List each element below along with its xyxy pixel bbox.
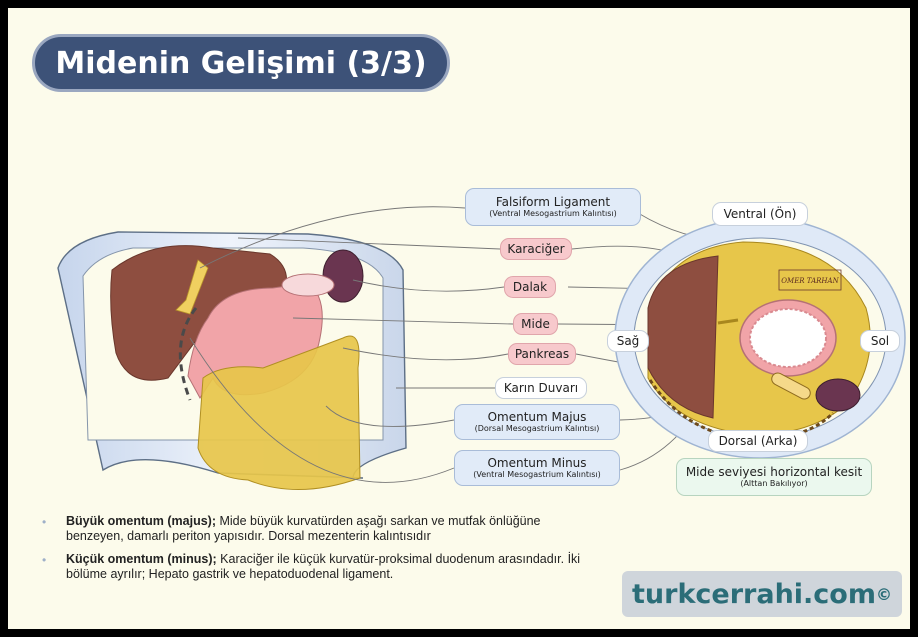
label-sag: Sağ [607,330,649,352]
label-text: Ventral (Ön) [724,207,797,221]
bullet-list: • Büyük omentum (majus); Mide büyük kurv… [36,514,596,590]
bullet-term: Küçük omentum (minus); [66,552,217,566]
brand-logo: turkcerrahi.com© [622,571,902,617]
label-text: Sağ [617,334,640,348]
label-falsiform-ligament: Falsiform Ligament (Ventral Mesogastrium… [465,188,641,226]
bullet-item: • Büyük omentum (majus); Mide büyük kurv… [36,514,596,544]
bullet-dot-icon: • [42,553,46,568]
label-karin-duvari: Karın Duvarı [495,377,587,399]
signature: OMER TARHAN [781,277,839,285]
bullet-item: • Küçük omentum (minus); Karaciğer ile k… [36,552,596,582]
copyright-mark: © [876,585,892,604]
slide: Midenin Gelişimi (3/3) [8,8,910,629]
label-main: Omentum Minus [487,456,586,470]
label-pankreas: Pankreas [508,343,576,365]
label-sub: (Ventral Mesogastrium Kalıntısı) [489,209,617,219]
label-text: Dalak [513,280,547,294]
label-main: Falsiform Ligament [496,195,610,209]
brand-name: turkcerrahi.com [632,579,876,610]
label-text: Sol [871,334,889,348]
caption-sub: (Alttan Bakılıyor) [740,479,807,489]
label-karaciger: Karaciğer [500,238,572,260]
label-omentum-majus: Omentum Majus (Dorsal Mesogastrium Kalın… [454,404,620,440]
esophagus-opening [282,274,334,296]
section-caption: Mide seviyesi horizontal kesit (Alttan B… [676,458,872,496]
bullet-dot-icon: • [42,515,46,530]
label-text: Karaciğer [507,242,564,256]
label-text: Karın Duvarı [504,381,578,395]
label-text: Dorsal (Arka) [719,434,798,448]
abdominal-block-illustration [58,232,406,490]
section-stomach-lumen [750,309,826,367]
label-omentum-minus: Omentum Minus (Ventral Mesogastrium Kalı… [454,450,620,486]
label-mide: Mide [513,313,558,335]
label-main: Omentum Majus [488,410,587,424]
spleen-shape [323,250,363,302]
caption-main: Mide seviyesi horizontal kesit [686,465,862,479]
label-sub: (Ventral Mesogastrium Kalıntısı) [473,470,601,480]
label-text: Pankreas [515,347,569,361]
label-sol: Sol [860,330,900,352]
bullet-term: Büyük omentum (majus); [66,514,216,528]
label-dalak: Dalak [504,276,556,298]
label-sub: (Dorsal Mesogastrium Kalıntısı) [475,424,600,434]
label-dorsal: Dorsal (Arka) [708,430,808,452]
label-text: Mide [521,317,550,331]
section-spleen [816,379,860,411]
label-ventral: Ventral (Ön) [712,202,808,226]
